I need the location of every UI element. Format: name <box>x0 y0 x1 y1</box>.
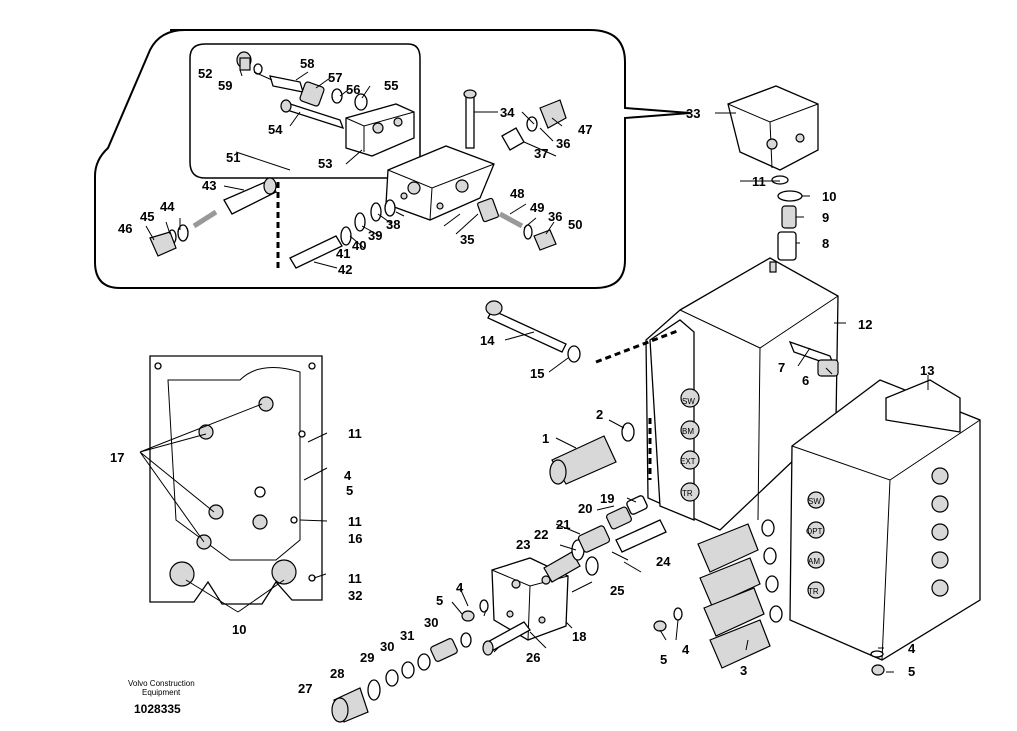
callout-11-top: 11 <box>752 174 766 189</box>
callout-46: 46 <box>118 221 132 236</box>
callout-41: 41 <box>336 246 350 261</box>
callout-5-left: 5 <box>346 483 353 498</box>
caption-company-line2: Equipment <box>142 688 181 697</box>
control-valve-12 <box>595 257 839 531</box>
callout-5-mid: 5 <box>436 593 443 608</box>
callout-28: 28 <box>330 666 344 681</box>
callout-11-a: 11 <box>348 426 362 441</box>
callout-2: 2 <box>596 407 603 422</box>
callout-6: 6 <box>802 373 809 388</box>
callout-8: 8 <box>822 236 829 251</box>
callout-49: 49 <box>530 200 544 215</box>
port-mark-opt: OPT <box>806 527 823 536</box>
port-mark-am: AM <box>808 557 820 566</box>
callout-35: 35 <box>460 232 474 247</box>
callout-7: 7 <box>778 360 785 375</box>
port-markings: SW BM EXT TR SW OPT AM TR <box>680 397 823 596</box>
callout-45: 45 <box>140 209 154 224</box>
callout-25: 25 <box>610 583 624 598</box>
callout-30-b: 30 <box>380 639 394 654</box>
callout-labels: 52 59 58 57 55 56 54 53 51 34 47 36 37 4… <box>110 56 934 696</box>
callout-43: 43 <box>202 178 216 193</box>
callout-21: 21 <box>556 517 570 532</box>
callout-4-left: 4 <box>344 468 352 483</box>
callout-55: 55 <box>384 78 398 93</box>
callout-18: 18 <box>572 629 586 644</box>
callout-9: 9 <box>822 210 829 225</box>
callout-56: 56 <box>346 82 360 97</box>
callout-11-c: 11 <box>348 571 362 586</box>
callout-11-b: 11 <box>348 514 362 529</box>
callout-44: 44 <box>160 199 175 214</box>
port-mark-bm: BM <box>682 427 694 436</box>
callout-13: 13 <box>920 363 934 378</box>
callout-33: 33 <box>686 106 700 121</box>
callout-4-lower: 4 <box>682 642 690 657</box>
callout-58: 58 <box>300 56 314 71</box>
caption-block: Volvo Construction Equipment 1028335 <box>128 679 195 716</box>
callout-53: 53 <box>318 156 332 171</box>
callout-14: 14 <box>480 333 495 348</box>
spool-assembly <box>149 177 557 269</box>
callout-38: 38 <box>386 217 400 232</box>
caption-drawing-number: 1028335 <box>134 702 181 716</box>
callout-59: 59 <box>218 78 232 93</box>
callout-22: 22 <box>534 527 548 542</box>
block-18-assembly <box>331 495 667 723</box>
pilot-cap-33 <box>727 85 819 261</box>
callout-50: 50 <box>568 217 582 232</box>
callout-27: 27 <box>298 681 312 696</box>
callout-10-top: 10 <box>822 189 836 204</box>
callout-19: 19 <box>600 491 614 506</box>
callout-16: 16 <box>348 531 362 546</box>
callout-17: 17 <box>110 450 124 465</box>
callout-5-lower: 5 <box>660 652 667 667</box>
callout-5-right: 5 <box>908 664 915 679</box>
callout-26: 26 <box>526 650 540 665</box>
callout-10-bottom: 10 <box>232 622 246 637</box>
callout-54: 54 <box>268 122 283 137</box>
port-mark-tr: TR <box>682 489 693 498</box>
callout-15: 15 <box>530 366 544 381</box>
callout-30-a: 30 <box>424 615 438 630</box>
callout-48: 48 <box>510 186 524 201</box>
leader-lines <box>145 69 929 673</box>
callout-52: 52 <box>198 66 212 81</box>
bolt-14 <box>485 300 581 363</box>
callout-4-right: 4 <box>908 641 916 656</box>
callout-23: 23 <box>516 537 530 552</box>
callout-57: 57 <box>328 70 342 85</box>
port-mark-sw: SW <box>682 397 695 406</box>
plug-1 <box>549 418 652 485</box>
callout-36-bottom: 36 <box>548 209 562 224</box>
callout-24: 24 <box>656 554 671 569</box>
callout-37: 37 <box>534 146 548 161</box>
callout-39: 39 <box>368 228 382 243</box>
relief-valve-subassembly <box>236 51 415 157</box>
callout-34: 34 <box>500 105 515 120</box>
callout-32: 32 <box>348 588 362 603</box>
port-mark-sw2: SW <box>808 497 821 506</box>
port-mark-ext: EXT <box>680 457 696 466</box>
port-face-view <box>139 355 323 613</box>
callout-20: 20 <box>578 501 592 516</box>
callout-1: 1 <box>542 431 549 446</box>
caption-company-line1: Volvo Construction <box>128 679 195 688</box>
callout-4-mid: 4 <box>456 580 464 595</box>
callout-42: 42 <box>338 262 352 277</box>
callout-31: 31 <box>400 628 414 643</box>
detail-balloon <box>94 29 691 289</box>
port-mark-tr2: TR <box>808 587 819 596</box>
callout-47: 47 <box>578 122 592 137</box>
callout-3: 3 <box>740 663 747 678</box>
callout-36-top: 36 <box>556 136 570 151</box>
callout-40: 40 <box>352 238 366 253</box>
callout-12: 12 <box>858 317 872 332</box>
valve-section-13 <box>653 379 981 676</box>
callout-29: 29 <box>360 650 374 665</box>
callout-51: 51 <box>226 150 240 165</box>
